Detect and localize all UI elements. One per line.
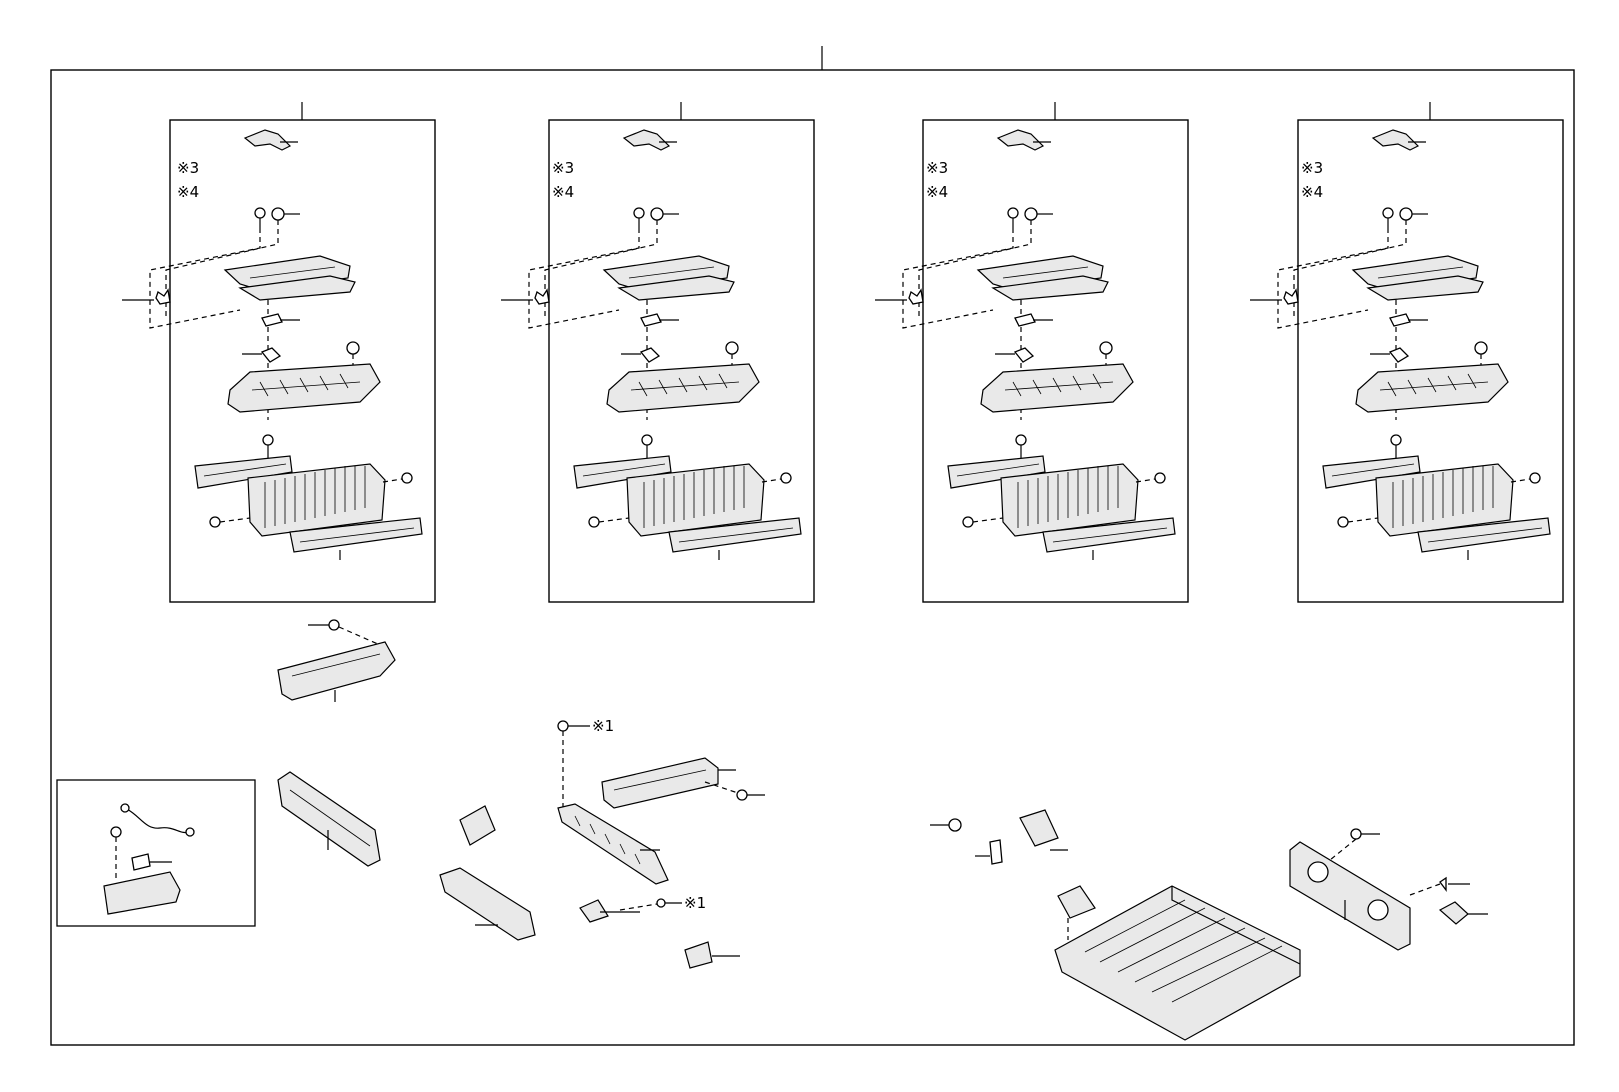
upper-bracket (277, 619, 396, 702)
small-clamp-parts (930, 809, 1068, 865)
battery-module-group-2 (500, 101, 815, 603)
module-1-mark-4: ※4 (177, 183, 199, 201)
module-1-mark-3: ※3 (177, 159, 199, 177)
battery-module-group-1 (121, 101, 436, 603)
module-2-mark-4: ※4 (552, 183, 574, 201)
battery-module-group-4 (1249, 101, 1564, 603)
module-4-mark-3: ※3 (1301, 159, 1323, 177)
wire-harness-inset (56, 779, 256, 927)
right-side-bracket (1289, 828, 1488, 951)
bolt-mark-1-top: ※1 (592, 717, 614, 735)
outer-frame (50, 69, 1575, 1046)
battery-tray (1054, 885, 1301, 1041)
module-4-mark-4: ※4 (1301, 183, 1323, 201)
module-2-mark-3: ※3 (552, 159, 574, 177)
duct-parts (439, 805, 740, 969)
module-3-mark-4: ※4 (926, 183, 948, 201)
bolt-mark-1-bottom: ※1 (684, 894, 706, 912)
module-3-mark-3: ※3 (926, 159, 948, 177)
lower-bracket (277, 771, 381, 867)
center-right-bracket (601, 757, 765, 809)
center-bar-assembly (557, 720, 682, 911)
battery-module-group-3 (874, 101, 1189, 603)
